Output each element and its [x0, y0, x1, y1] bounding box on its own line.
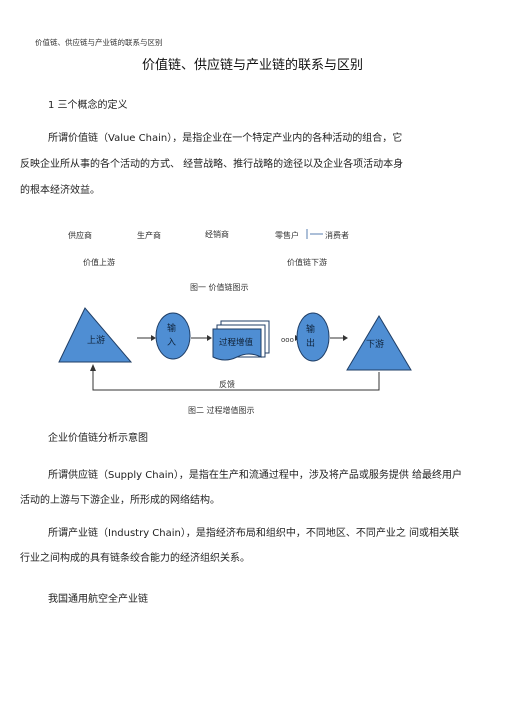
- process-doc-front: [212, 328, 262, 361]
- industry-chain-paragraph-line1: 所谓产业链（Industry Chain），是指经济布局和组织中，不同地区、不同…: [48, 528, 460, 539]
- input-label-2: 入: [167, 337, 176, 348]
- downstream-triangle: [346, 315, 412, 371]
- value-downstream-label: 价值链下游: [287, 258, 327, 267]
- aviation-heading: 我国通用航空全产业链: [48, 594, 148, 605]
- node-supplier: 供应商: [68, 231, 92, 240]
- figure1-caption: 图一 价值链图示: [190, 283, 249, 292]
- node-manufacturer: 生产商: [137, 231, 161, 240]
- input-label-1: 输: [167, 322, 176, 334]
- output-ellipse: [296, 312, 330, 362]
- input-ellipse: [155, 312, 191, 360]
- upstream-triangle: [58, 307, 133, 363]
- figure2-caption: 图二 过程增值图示: [188, 406, 255, 415]
- supply-chain-paragraph-line2: 活动的上游与下游企业，所形成的网络结构。: [20, 495, 220, 506]
- section-heading-definitions: 1 三个概念的定义: [48, 100, 128, 111]
- arrow-to-output: ooo: [281, 336, 294, 344]
- value-upstream-label: 价值上游: [83, 258, 115, 267]
- output-label-2: 出: [306, 337, 315, 349]
- figure-group-caption: 企业价值链分析示意图: [48, 433, 148, 444]
- process-diagram: 上游 输 入 过程增值 ooo 输 出 下游: [58, 307, 412, 391]
- value-chain-paragraph-line3: 的根本经济效益。: [20, 185, 100, 196]
- feedback-loop: [92, 370, 380, 391]
- node-distributor: 经销商: [205, 230, 229, 239]
- running-header: 价值链、供应链与产业链的联系与区别: [35, 38, 163, 47]
- upstream-label: 上游: [87, 334, 105, 346]
- node-consumer: 消费者: [325, 231, 349, 240]
- node-retailer: 零售户: [275, 231, 299, 240]
- value-chain-paragraph-line2: 反映企业所从事的各个活动的方式、 经营战略、推行战略的途径以及企业各项活动本身: [20, 159, 404, 170]
- process-label: 过程增值: [219, 337, 254, 348]
- retailer-consumer-connector: [306, 229, 323, 239]
- page-title: 价值链、供应链与产业链的联系与区别: [141, 58, 363, 73]
- value-chain-paragraph-line1: 所谓价值链（Value Chain），是指企业在一个特定产业内的各种活动的组合，…: [48, 133, 403, 144]
- feedback-label: 反馈: [219, 380, 235, 389]
- downstream-label: 下游: [366, 338, 384, 350]
- supply-chain-paragraph-line1: 所谓供应链（Supply Chain），是指在生产和流通过程中，涉及将产品或服务…: [48, 470, 462, 481]
- output-label-1: 输: [306, 323, 315, 335]
- industry-chain-paragraph-line2: 行业之间构成的具有链条绞合能力的经济组织关系。: [20, 553, 250, 564]
